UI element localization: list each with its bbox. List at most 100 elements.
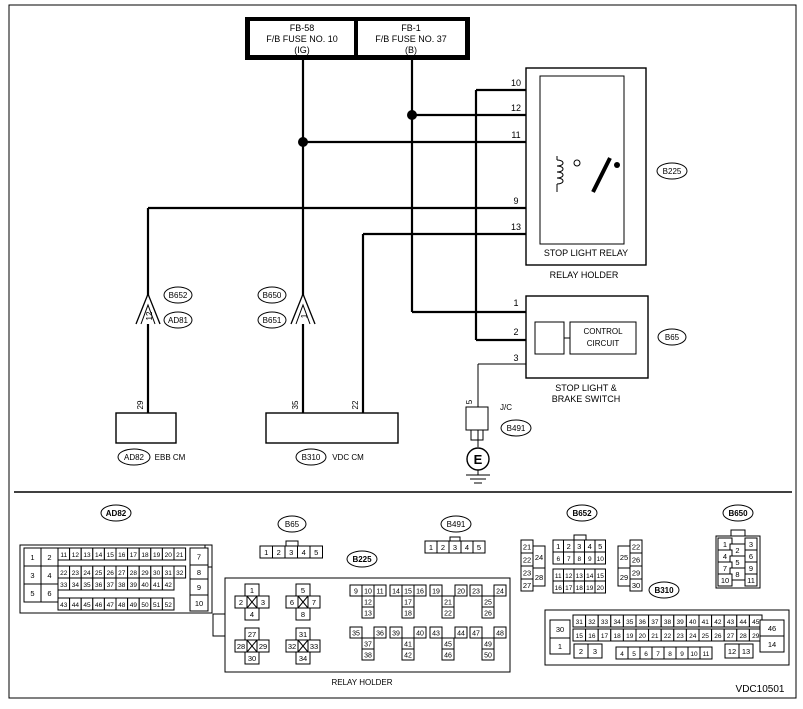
pin-number: 44 bbox=[457, 631, 465, 638]
pin-cell bbox=[40, 583, 59, 603]
pin-number: 26 bbox=[107, 570, 115, 577]
fuse-box: FB-58 F/B FUSE NO. 10 (IG) FB-1 F/B FUSE… bbox=[245, 17, 470, 60]
inline-mid-top: B650 bbox=[263, 291, 282, 300]
inline-connector-left: 12 B652 AD81 bbox=[135, 286, 193, 329]
relay-pin-12: 12 bbox=[511, 103, 521, 113]
pin-number: 15 bbox=[576, 633, 584, 640]
pin-cell bbox=[573, 534, 587, 541]
pin-cell bbox=[587, 643, 603, 659]
pin-number: 35 bbox=[83, 582, 91, 589]
pin-number: 31 bbox=[165, 570, 173, 577]
ebb-pin: 29 bbox=[136, 400, 145, 409]
pin-number: 1 bbox=[429, 543, 433, 552]
relay-holder-label: RELAY HOLDER bbox=[550, 270, 619, 280]
pin-number: 4 bbox=[588, 542, 592, 551]
pin-number: 15 bbox=[597, 573, 605, 580]
pin-number: 7 bbox=[656, 651, 660, 658]
pin-cell bbox=[481, 606, 495, 619]
pin-cell bbox=[173, 565, 187, 579]
pin-number: 2 bbox=[47, 553, 51, 562]
pin-cell bbox=[759, 635, 785, 653]
pin-number: 12 bbox=[72, 552, 80, 559]
b225-label: B225 bbox=[352, 555, 372, 564]
pin-number: 22 bbox=[664, 633, 672, 640]
pin-cell bbox=[532, 567, 546, 587]
pin-number: 29 bbox=[620, 573, 628, 582]
pin-number: 16 bbox=[118, 552, 126, 559]
pin-number: 11 bbox=[376, 589, 383, 596]
pin-number: 34 bbox=[72, 582, 80, 589]
pin-number: 45 bbox=[83, 602, 91, 609]
pin-number: 49 bbox=[484, 642, 492, 649]
pin-cell bbox=[161, 597, 175, 611]
pin-number: 24 bbox=[496, 589, 504, 596]
pin-number: 2 bbox=[277, 548, 281, 557]
pin-number: 8 bbox=[668, 651, 672, 658]
pin-cell bbox=[349, 626, 363, 639]
pin-number: 29 bbox=[141, 570, 149, 577]
pin-number: 2 bbox=[239, 598, 243, 607]
pin-number: 28 bbox=[130, 570, 138, 577]
pin-number: 30 bbox=[248, 654, 256, 663]
switch-pin-2: 2 bbox=[513, 327, 518, 337]
pin-number: 8 bbox=[577, 556, 581, 563]
fuse-left-line3: (IG) bbox=[294, 45, 310, 55]
pin-number: 29 bbox=[259, 642, 267, 651]
pin-number: 1 bbox=[556, 542, 560, 551]
pin-number: 32 bbox=[288, 642, 296, 651]
footer-code: VDC10501 bbox=[736, 684, 785, 695]
pin-number: 44 bbox=[72, 602, 80, 609]
switch-connector-badge bbox=[657, 328, 687, 346]
pin-number: 29 bbox=[632, 569, 640, 578]
pin-cell bbox=[361, 648, 375, 661]
pin-number: 28 bbox=[739, 633, 747, 640]
pin-number: 27 bbox=[727, 633, 735, 640]
pin-number: 25 bbox=[702, 633, 710, 640]
b650-label: B650 bbox=[728, 509, 748, 518]
pin-number: 30 bbox=[556, 625, 564, 634]
pin-cell bbox=[594, 551, 606, 565]
pin-number: 30 bbox=[632, 581, 640, 590]
connector-view-b650: B650 bbox=[722, 504, 754, 522]
pin-number: 24 bbox=[83, 570, 91, 577]
inline-left-top: B652 bbox=[169, 291, 188, 300]
pin-number: 9 bbox=[588, 556, 592, 563]
pin-cell bbox=[429, 584, 443, 597]
pin-number: 34 bbox=[299, 654, 307, 663]
pin-cell bbox=[454, 626, 468, 639]
vdc-cm: 35 22 B310 VDC CM bbox=[265, 400, 399, 466]
pin-cell bbox=[373, 626, 387, 639]
pin-number: 9 bbox=[749, 564, 753, 573]
ebb-cm: 29 AD82 EBB CM bbox=[115, 400, 186, 466]
pin-number: 24 bbox=[689, 633, 697, 640]
pin-number: 43 bbox=[432, 631, 440, 638]
pin-cell bbox=[744, 573, 758, 587]
pin-number: 41 bbox=[702, 619, 710, 626]
connector-view-b65: B65 bbox=[277, 515, 307, 533]
pin-cell bbox=[401, 648, 415, 661]
pin-number: 47 bbox=[107, 602, 115, 609]
pin-number: 41 bbox=[153, 582, 161, 589]
connector-view-ad82: AD82 bbox=[19, 504, 213, 614]
pin-number: 26 bbox=[484, 611, 492, 618]
outer-frame bbox=[8, 4, 797, 699]
pin-cell bbox=[594, 580, 606, 594]
pin-number: 11 bbox=[60, 552, 67, 559]
pin-cell bbox=[361, 606, 375, 619]
pin-number: 13 bbox=[83, 552, 91, 559]
pin-cell bbox=[295, 651, 311, 665]
pin-number: 51 bbox=[153, 602, 161, 609]
b310-label: B310 bbox=[654, 586, 674, 595]
fuse-right-line1: FB-1 bbox=[401, 23, 421, 33]
connector-view-b225: B225 RELAY HOLDER bbox=[212, 550, 511, 687]
pin-number: 20 bbox=[457, 589, 465, 596]
pin-number: 9 bbox=[680, 651, 684, 658]
pin-number: 5 bbox=[598, 542, 602, 551]
inline-left-bottom: AD81 bbox=[168, 316, 189, 325]
pin-number: 47 bbox=[472, 631, 480, 638]
pin-number: 11 bbox=[747, 576, 755, 585]
pin-number: 5 bbox=[301, 586, 305, 595]
pin-cell bbox=[738, 643, 754, 659]
